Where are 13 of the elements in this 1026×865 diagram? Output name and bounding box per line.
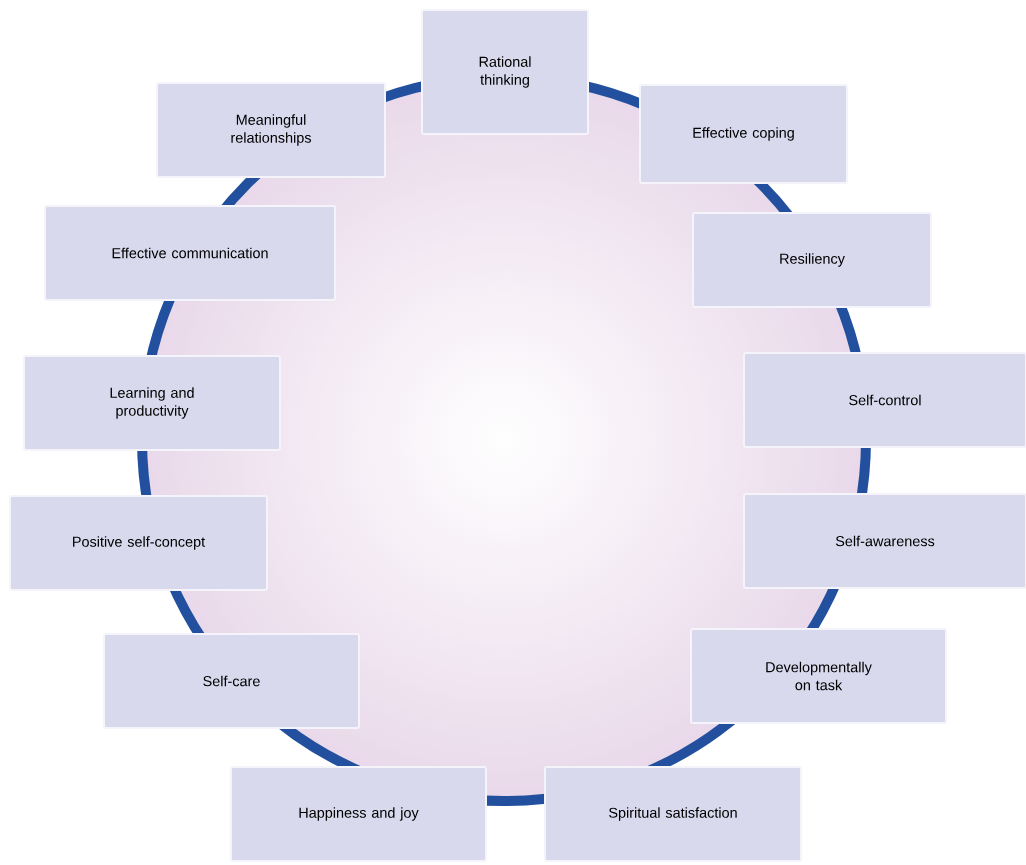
label-box: Self-care: [103, 633, 360, 729]
label-box: Developmentally on task: [690, 628, 947, 724]
label-box: Spiritual satisfaction: [544, 766, 802, 862]
label-box: Self-awareness: [743, 493, 1026, 589]
label-box: Rational thinking: [421, 9, 589, 135]
label-box: Effective communication: [44, 205, 336, 301]
label-box: Meaningful relationships: [156, 82, 386, 178]
label-box: Positive self-concept: [9, 495, 268, 591]
label-box: Resiliency: [692, 212, 932, 308]
label-box: Self-control: [743, 352, 1026, 448]
label-box: Happiness and joy: [230, 766, 487, 862]
label-box: Learning and productivity: [23, 355, 281, 451]
label-box: Effective coping: [639, 84, 848, 184]
